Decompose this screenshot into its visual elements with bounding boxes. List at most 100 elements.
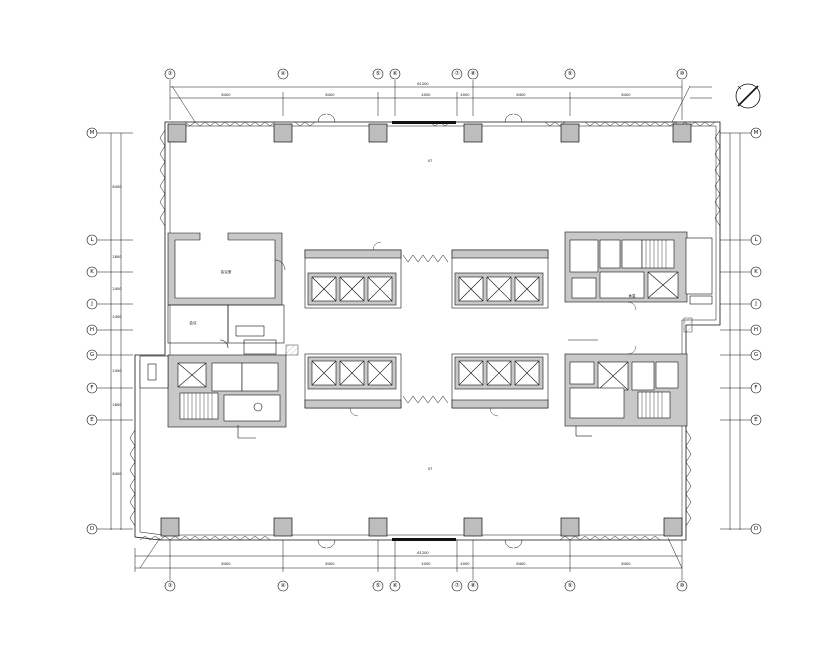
meeting-room-walls <box>167 232 283 306</box>
side-dimension-chains <box>110 133 741 530</box>
svg-text:⑧: ⑧ <box>471 583 476 589</box>
entrance-glazing-bottom <box>392 538 456 541</box>
svg-text:⑤: ⑤ <box>376 583 381 589</box>
column <box>160 517 180 537</box>
svg-text:⑨: ⑨ <box>568 582 573 589</box>
svg-text:⑥: ⑥ <box>393 583 398 589</box>
bottom-dimension-3: 4000 <box>421 562 431 566</box>
column <box>273 123 293 143</box>
structural-columns <box>160 123 692 537</box>
column <box>672 123 692 143</box>
left-dimension-5: 2400 <box>112 369 122 373</box>
svg-text:④: ④ <box>281 71 286 77</box>
svg-text:H: H <box>754 327 758 333</box>
column <box>368 123 388 143</box>
grid-axis-bubbles: ③ ④ ⑤ ⑥ ⑦ ⑧ ⑨ ⑩ ③ ④ ⑤ ⑥ ⑦ ⑧ ⑨ ⑩ M L K <box>86 68 762 592</box>
entrance-glazing-top <box>392 121 456 124</box>
west-small-room-label: 会议 <box>189 320 197 325</box>
column-bubble-6-top: ⑥ <box>389 68 401 80</box>
svg-text:⑦: ⑦ <box>455 582 460 589</box>
svg-text:⑧: ⑧ <box>471 71 476 77</box>
left-dimension-4: 2400 <box>112 315 122 319</box>
curtain-wall-bottom <box>139 535 661 549</box>
bottom-overall-dimension: 61200 <box>417 551 429 555</box>
svg-text:E: E <box>754 417 758 423</box>
column-bubble-7-bottom: ⑦ <box>451 580 463 592</box>
bottom-dimension-2: 8400 <box>325 562 335 566</box>
column-bubble-9-bottom: ⑨ <box>564 580 576 592</box>
svg-text:F: F <box>754 385 757 391</box>
top-dimension-5: 8400 <box>516 93 526 97</box>
row-bubble-E-right: E <box>750 414 762 426</box>
top-dimension-chain <box>169 80 712 120</box>
top-dimension-1: 8400 <box>221 93 231 97</box>
svg-text:L: L <box>754 237 758 243</box>
left-dimension-2: 2800 <box>112 255 122 259</box>
left-dimension-6: 2800 <box>112 403 122 407</box>
svg-text:H: H <box>90 327 94 333</box>
column <box>663 517 683 537</box>
column <box>560 123 580 143</box>
svg-text:④: ④ <box>281 583 286 589</box>
svg-text:⑥: ⑥ <box>393 71 398 77</box>
meeting-room-label: 会议室 <box>221 269 232 274</box>
left-dimension-1: 8400 <box>112 185 122 189</box>
column <box>167 123 187 143</box>
svg-text:G: G <box>90 352 94 358</box>
bottom-dimension-1: 8400 <box>221 562 231 566</box>
svg-text:D: D <box>754 526 758 532</box>
svg-text:L: L <box>90 237 94 243</box>
east-small-room-label: 休息 <box>628 293 636 298</box>
row-bubble-H-right: H <box>750 324 762 336</box>
svg-text:⑦: ⑦ <box>455 70 460 77</box>
top-dimension-2: 8400 <box>325 93 335 97</box>
column <box>560 517 580 537</box>
row-bubble-J-left: J <box>86 298 98 310</box>
curtain-wall-sides <box>129 129 721 527</box>
svg-text:M: M <box>90 130 95 136</box>
elevator-bank-northwest <box>304 241 402 309</box>
office-north-label: 07 <box>428 159 433 163</box>
row-bubble-E-left: E <box>86 414 98 426</box>
elevator-bank-southeast <box>451 353 549 417</box>
svg-text:⑩: ⑩ <box>680 70 685 77</box>
svg-text:K: K <box>754 269 758 275</box>
svg-text:K: K <box>90 269 94 275</box>
top-overall-dimension: 61200 <box>417 82 429 86</box>
column <box>463 517 483 537</box>
bottom-dimension-4: 4000 <box>460 562 470 566</box>
column-bubble-8-bottom: ⑧ <box>467 580 479 592</box>
column-bubble-9-top: ⑨ <box>564 68 576 80</box>
corridor-hatch-east <box>683 317 693 333</box>
elevator-bank-northeast <box>451 249 549 309</box>
column <box>463 123 483 143</box>
column <box>368 517 388 537</box>
top-dimension-6: 8400 <box>621 93 631 97</box>
curtain-wall-top <box>184 113 716 127</box>
lobby-partitions <box>402 254 449 404</box>
row-bubble-K-left: K <box>86 266 98 278</box>
row-bubble-F-left: F <box>86 382 98 394</box>
row-bubble-M-left: M <box>86 127 98 139</box>
svg-text:E: E <box>90 417 94 423</box>
row-bubble-D-right: D <box>750 523 762 535</box>
column <box>273 517 293 537</box>
column-bubble-7-top: ⑦ <box>451 68 463 80</box>
svg-text:G: G <box>754 352 758 358</box>
svg-text:③: ③ <box>168 583 173 589</box>
row-bubble-L-left: L <box>86 234 98 246</box>
row-bubble-G-right: G <box>750 349 762 361</box>
svg-text:D: D <box>90 526 94 532</box>
left-dimension-7: 8400 <box>112 472 122 476</box>
north-arrow-icon <box>735 83 761 109</box>
row-bubble-F-right: F <box>750 382 762 394</box>
column-bubble-10-bottom: ⑩ <box>676 580 688 592</box>
column-bubble-6-bottom: ⑥ <box>389 580 401 592</box>
row-bubble-M-right: M <box>750 127 762 139</box>
row-bubble-L-right: L <box>750 234 762 246</box>
svg-text:M: M <box>754 130 759 136</box>
svg-text:J: J <box>90 301 93 307</box>
svg-text:⑩: ⑩ <box>680 582 685 589</box>
column-bubble-10-top: ⑩ <box>676 68 688 80</box>
west-core <box>139 232 287 439</box>
